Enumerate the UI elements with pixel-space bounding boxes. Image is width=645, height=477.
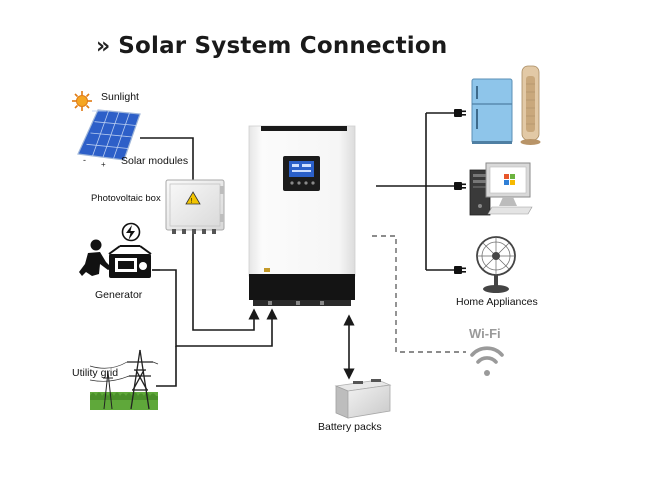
sun-icon: [72, 91, 92, 111]
home-appliances-label: Home Appliances: [456, 296, 538, 308]
svg-text:-: -: [83, 155, 86, 165]
wifi-label: Wi-Fi: [469, 326, 501, 341]
solar-modules-label: Solar modules: [121, 155, 189, 167]
computer-icon: [469, 162, 533, 216]
inverter-icon: [248, 125, 356, 306]
tower-fan-icon: [520, 65, 541, 145]
fridge-icon: [471, 78, 513, 144]
svg-text:!: !: [191, 198, 193, 205]
generator-label: Generator: [95, 289, 143, 301]
plug-icon: [454, 266, 466, 274]
battery-packs-label: Battery packs: [318, 421, 382, 433]
wifi-icon: [470, 346, 504, 376]
sunlight-label: Sunlight: [101, 91, 139, 103]
svg-text:+: +: [101, 160, 106, 169]
solar-connection-line: [140, 137, 260, 331]
photovoltaic-box-label: Photovoltaic box: [91, 193, 161, 204]
title-bar: » Solar System Connection: [96, 28, 447, 64]
desk-fan-icon: [476, 236, 516, 293]
generator-icon: [79, 222, 160, 278]
solar-panel-icon: - +: [77, 109, 141, 169]
page-title: Solar System Connection: [118, 33, 448, 59]
grid-connection-line: [156, 346, 177, 387]
output-connection-line: [376, 112, 454, 271]
utility-grid-label: Utility grid: [72, 367, 119, 379]
plug-icon: [454, 182, 466, 190]
utility-grid-icon: [89, 349, 159, 410]
battery-icon: [334, 379, 392, 419]
wifi-connection-line: [372, 235, 466, 353]
plug-icon: [454, 109, 466, 117]
pv-box-icon: !: [165, 179, 225, 234]
